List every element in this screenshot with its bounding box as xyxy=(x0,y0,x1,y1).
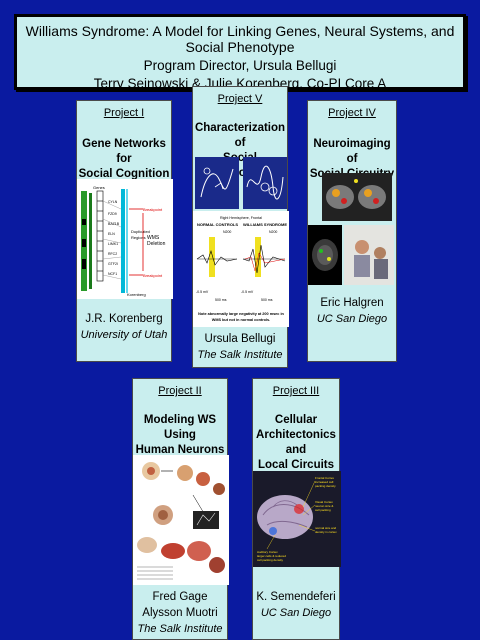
svg-text:Visual Cortex: Visual Cortex xyxy=(315,500,333,504)
poster-title: Williams Syndrome: A Model for Linking G… xyxy=(25,23,455,55)
svg-text:Right Hemisphere, Frontal: Right Hemisphere, Frontal xyxy=(220,216,262,220)
svg-text:increased cell: increased cell xyxy=(315,480,334,484)
svg-text:Deletion: Deletion xyxy=(147,241,166,247)
project-1-institution: University of Utah xyxy=(80,329,168,341)
brain-activation-image xyxy=(322,173,392,221)
svg-text:cell packing: cell packing xyxy=(315,508,331,512)
svg-text:FZD9: FZD9 xyxy=(108,212,117,216)
drawing-figure-left xyxy=(195,157,239,209)
svg-text:LIMK1: LIMK1 xyxy=(108,242,118,246)
project-1-title-line2: Social Cognition xyxy=(78,168,170,180)
svg-text:packing density: packing density xyxy=(315,484,336,488)
svg-text:cell packing density: cell packing density xyxy=(257,558,284,562)
project-5-title-line1: Characterization of xyxy=(194,122,286,149)
project-4-person: Eric Halgren xyxy=(320,297,384,309)
meg-subject-photo xyxy=(344,225,394,285)
svg-text:density in cortex: density in cortex xyxy=(315,530,337,534)
svg-text:Duplicated: Duplicated xyxy=(131,229,150,234)
svg-text:Note abnormally large negativi: Note abnormally large negativity at 200 … xyxy=(198,312,284,316)
svg-text:Auditory Cortex: Auditory Cortex xyxy=(257,550,278,554)
svg-text:Regions: Regions xyxy=(131,235,146,240)
svg-text:WMS but not in normal controls: WMS but not in normal controls. xyxy=(212,318,270,322)
neuron-modeling-figure xyxy=(133,455,229,585)
project-3-institution: UC San Diego xyxy=(260,607,332,619)
project-4-institution: UC San Diego xyxy=(316,313,388,325)
co-pis: Terry Sejnowski & Julie Korenberg, Co-PI… xyxy=(93,76,387,91)
project-3-title-line2: Architectonics and xyxy=(256,429,336,456)
project-2-card: Project II Modeling WS Using Human Neuro… xyxy=(132,378,229,640)
project-5-card: Project V Characterization of Social Phe… xyxy=(192,86,289,368)
brain-scan-image xyxy=(308,225,342,285)
project-2-title-line1: Modeling WS Using xyxy=(143,414,217,441)
project-3-person: K. Semendeferi xyxy=(256,591,336,603)
svg-text:Korenberg: Korenberg xyxy=(127,292,146,297)
project-2-person-2: Alysson Muotri xyxy=(142,607,218,619)
project-2-institution: The Salk Institute xyxy=(137,623,223,635)
drawing-figure-right xyxy=(243,157,287,209)
svg-text:WMS: WMS xyxy=(147,235,160,241)
svg-text:ELN: ELN xyxy=(108,232,115,236)
project-4-label: Project IV xyxy=(328,107,376,119)
svg-text:normal size and: normal size and xyxy=(315,526,337,530)
svg-text:GTF2I: GTF2I xyxy=(108,262,118,266)
project-1-person: J.R. Korenberg xyxy=(85,313,163,325)
svg-text:-0.5 mV: -0.5 mV xyxy=(196,290,209,294)
project-2-label: Project II xyxy=(158,385,202,397)
gene-network-figure: Genes CYLN FZD9 BAZ1B ELN xyxy=(77,179,173,299)
project-4-title-line1: Neuroimaging of xyxy=(313,138,391,165)
svg-text:NCF1: NCF1 xyxy=(108,272,117,276)
project-3-title-line3: Local Circuits xyxy=(257,459,335,471)
svg-text:BAZ1B: BAZ1B xyxy=(108,222,120,226)
svg-text:N200: N200 xyxy=(269,230,277,234)
program-director: Program Director, Ursula Bellugi xyxy=(143,58,337,73)
poster-header: Williams Syndrome: A Model for Linking G… xyxy=(14,14,466,91)
project-3-label: Project III xyxy=(272,385,320,397)
svg-text:WILLIAMS SYNDROME: WILLIAMS SYNDROME xyxy=(243,222,287,227)
project-5-label: Project V xyxy=(217,93,263,105)
svg-text:Frontal Cortex: Frontal Cortex xyxy=(315,476,335,480)
svg-text:Breakpoint: Breakpoint xyxy=(143,207,163,212)
project-5-institution: The Salk Institute xyxy=(197,349,283,361)
project-1-card: Project I Gene Networks for Social Cogni… xyxy=(76,100,173,362)
erp-figure: Right Hemisphere, Frontal NORMAL CONTROL… xyxy=(193,211,289,327)
svg-text:500 ms: 500 ms xyxy=(261,298,273,302)
svg-text:neuron size &: neuron size & xyxy=(315,504,333,508)
svg-text:RFC2: RFC2 xyxy=(108,252,117,256)
project-1-label: Project I xyxy=(103,107,145,119)
project-3-title-line1: Cellular xyxy=(274,414,318,426)
svg-text:Breakpoint: Breakpoint xyxy=(143,273,163,278)
project-4-card: Project IV Neuroimaging of Social Circui… xyxy=(307,100,397,362)
svg-text:-0.5 mV: -0.5 mV xyxy=(241,290,254,294)
project-2-title-line2: Human Neurons xyxy=(135,444,225,456)
project-1-title-line1: Gene Networks for xyxy=(82,138,166,165)
svg-text:N200: N200 xyxy=(223,230,231,234)
project-5-person: Ursula Bellugi xyxy=(204,333,276,345)
svg-text:500 ms: 500 ms xyxy=(215,298,227,302)
svg-text:Genes: Genes xyxy=(93,185,105,190)
project-2-person-1: Fred Gage xyxy=(152,591,208,603)
project-3-card: Project III Cellular Architectonics and … xyxy=(252,378,341,640)
svg-text:NORMAL CONTROLS: NORMAL CONTROLS xyxy=(197,222,238,227)
svg-text:CYLN: CYLN xyxy=(108,200,118,204)
svg-text:larger cells & reduced: larger cells & reduced xyxy=(257,554,286,558)
